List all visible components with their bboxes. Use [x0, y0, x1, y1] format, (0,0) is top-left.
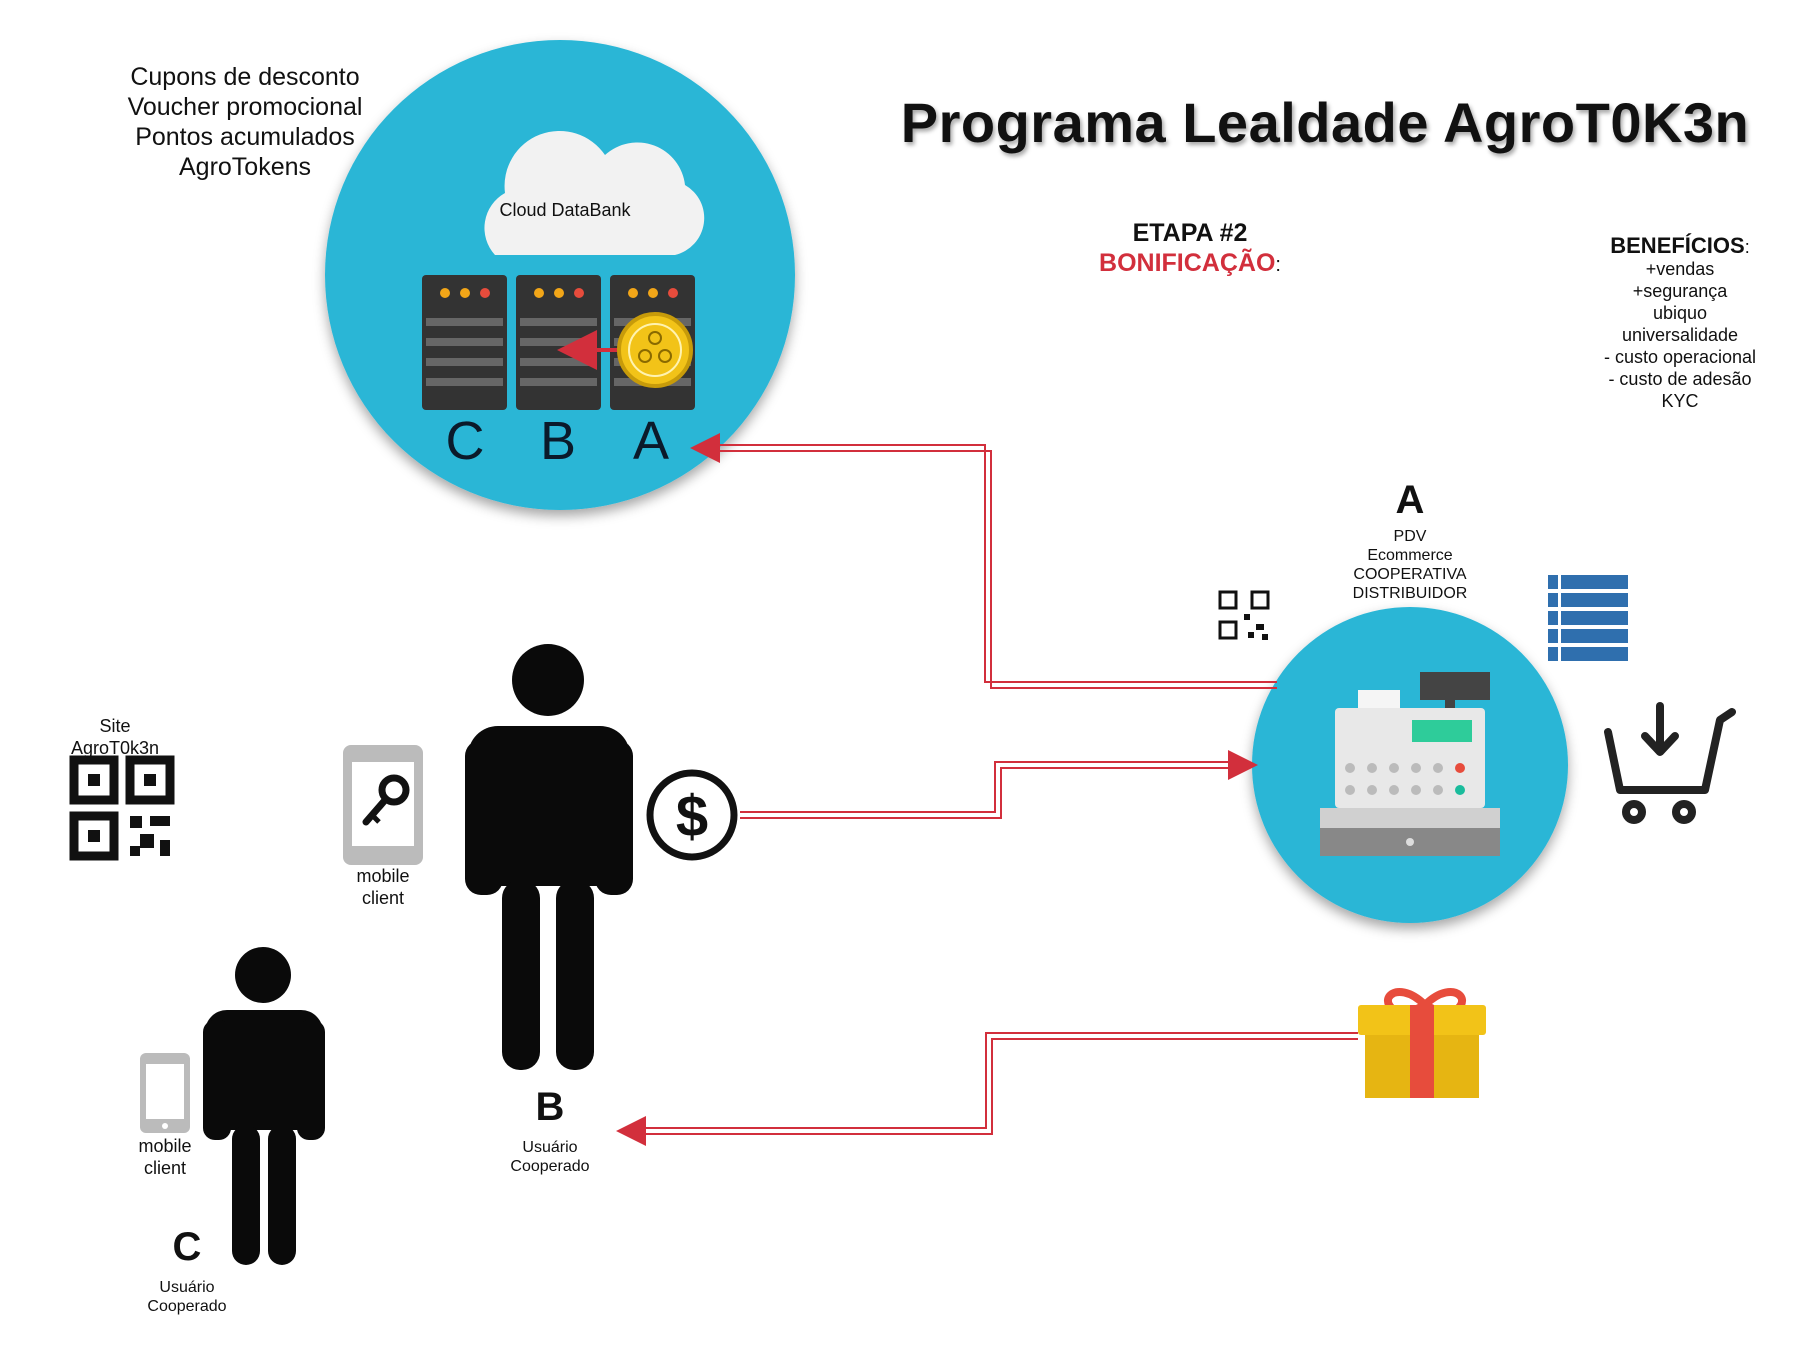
etapa-heading: ETAPA #2 BONIFICAÇÃO: [1040, 218, 1340, 280]
pdv-block: A PDV Ecommerce COOPERATIVA DISTRIBUIDOR [1310, 478, 1510, 603]
beneficio-item: - custo operacional [1603, 347, 1757, 367]
phone-key-icon [343, 745, 423, 865]
pdv-line: DISTRIBUIDOR [1352, 585, 1468, 602]
beneficio-item: +vendas [1645, 259, 1715, 279]
mobile-label-line2: client [143, 1158, 187, 1178]
user-c-line2: Cooperado [147, 1298, 227, 1315]
beneficio-item: ubiquo [1652, 303, 1708, 323]
qr-code-icon [1218, 590, 1270, 640]
gift-icon [1358, 988, 1486, 1098]
beneficio-item: +segurança [1632, 281, 1728, 301]
mobile-label-line1: mobile [138, 1136, 192, 1156]
server-letter-c: C [445, 411, 485, 471]
phone-icon [140, 1053, 190, 1133]
dollar-icon: $ [646, 769, 738, 861]
beneficios-list: BENEFÍCIOS: +vendas +segurança ubiquo un… [1580, 235, 1780, 412]
pdv-line: PDV [1393, 528, 1427, 545]
user-c-letter: C [172, 1225, 202, 1269]
beneficios-header: BENEFÍCIOS [1610, 233, 1745, 258]
arrow-user-to-pdv [740, 750, 1258, 819]
cart-download-icon [1604, 702, 1736, 824]
user-c-line1: Usuário [159, 1279, 215, 1296]
list-icon [1548, 575, 1628, 661]
beneficio-item: - custo de adesão [1608, 369, 1752, 389]
coupon-line: AgroTokens [178, 153, 312, 181]
pdv-line: Ecommerce [1367, 547, 1453, 564]
arrow-gift-to-user [616, 1032, 1358, 1146]
cash-register-icon [1320, 672, 1500, 856]
user-b-label: B Usuário Cooperado [490, 1085, 610, 1176]
site-label-line1: Site [99, 716, 131, 736]
beneficios-colon: : [1744, 237, 1750, 257]
pdv-letter: A [1395, 478, 1425, 522]
site-qr-code-icon [69, 755, 175, 861]
coin-icon [557, 312, 693, 388]
bonificacao-label: BONIFICAÇÃO [1099, 249, 1276, 277]
svg-text:$: $ [676, 784, 708, 849]
beneficio-item: KYC [1661, 391, 1699, 411]
mobile-client-label-c: mobile client [115, 1135, 215, 1179]
site-label-line2: AgroT0k3n [70, 738, 160, 758]
mobile-label-line2: client [361, 888, 405, 908]
person-icon [203, 947, 325, 1265]
cloud-label: Cloud DataBank [499, 200, 631, 220]
site-label: Site AgroT0k3n [55, 715, 175, 759]
pdv-line: COOPERATIVA [1353, 566, 1467, 583]
server-letter-b: B [539, 411, 577, 471]
coupon-line: Cupons de desconto [130, 63, 360, 91]
user-c-label: C Usuário Cooperado [127, 1225, 247, 1316]
server-letter-a: A [632, 411, 670, 471]
user-b-letter: B [535, 1085, 565, 1129]
user-b-line1: Usuário [522, 1139, 578, 1156]
page-title: Programa Lealdade AgroT0K3n [900, 91, 1750, 154]
coupon-line: Voucher promocional [127, 93, 363, 121]
mobile-label-line1: mobile [356, 866, 410, 886]
person-icon [465, 644, 633, 1070]
coupons-list: Cupons de desconto Voucher promocional P… [95, 62, 395, 182]
cloud-icon [484, 130, 705, 255]
user-b-line2: Cooperado [510, 1158, 590, 1175]
etapa-label: ETAPA #2 [1132, 219, 1248, 247]
beneficio-item: universalidade [1621, 325, 1739, 345]
coupon-line: Pontos acumulados [135, 123, 355, 151]
arrow-pdv-to-cloud [690, 433, 1277, 689]
mobile-client-label-b: mobile client [333, 865, 433, 909]
etapa-colon: : [1275, 254, 1281, 276]
